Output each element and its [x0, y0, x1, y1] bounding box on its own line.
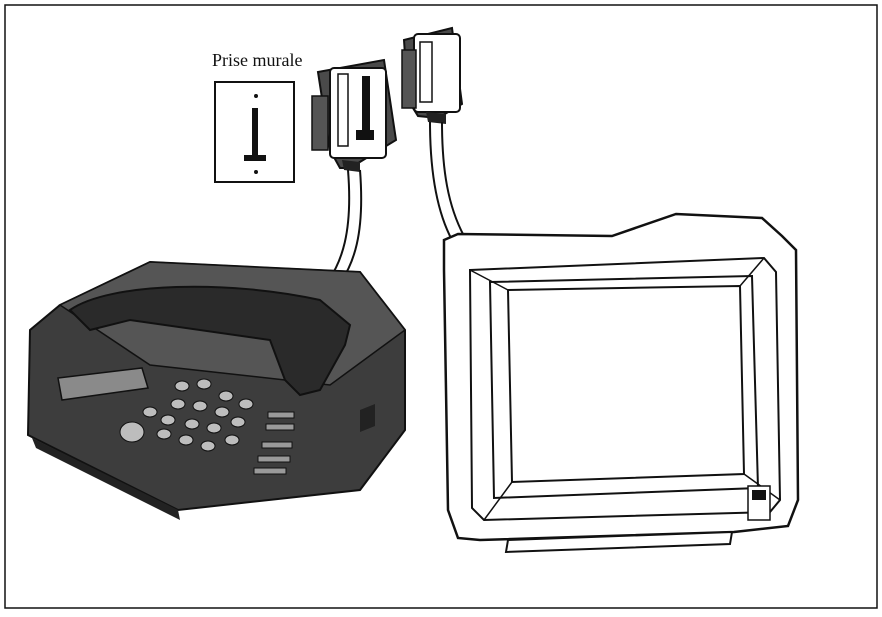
diagram-frame — [4, 4, 878, 609]
wall-socket-label: Prise murale — [212, 50, 303, 70]
monitor-icon — [442, 212, 800, 554]
phone-plug-icon — [311, 58, 398, 172]
phone-plug-icon — [401, 26, 464, 124]
fax-machine-icon — [26, 260, 407, 520]
wall-socket-icon — [214, 81, 295, 183]
